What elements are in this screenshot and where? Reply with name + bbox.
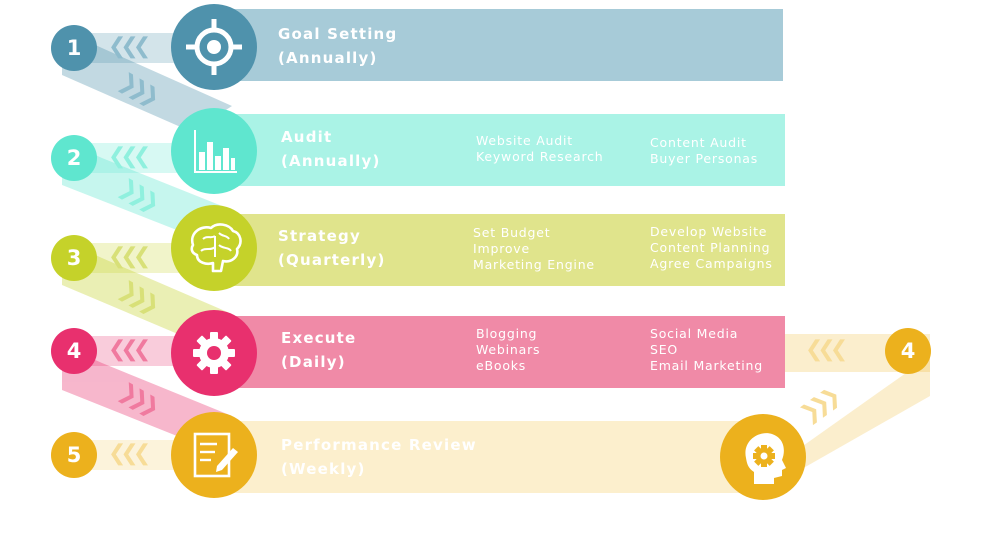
step-title: Goal Setting (278, 25, 398, 43)
task-item: Set Budget (473, 225, 551, 240)
chevrons-left-2: ❮❮❮ (108, 144, 151, 169)
task-item: Develop Website (650, 224, 768, 239)
step-title: Strategy (278, 227, 361, 245)
task-item: eBooks (476, 358, 527, 373)
task-item: SEO (650, 342, 679, 357)
task-item: Agree Campaigns (650, 256, 773, 271)
chevrons-left-loop: ❮❮❮ (805, 337, 848, 362)
step-number-2: 2 (51, 135, 97, 181)
chevrons-left-4: ❮❮❮ (108, 337, 151, 362)
bar-chart-icon (171, 108, 257, 194)
step-period: (Quarterly) (278, 251, 386, 269)
loop-number-4: 4 (885, 328, 931, 374)
task-item: Content Audit (650, 135, 747, 150)
step-number-5: 5 (51, 432, 97, 478)
step-title-goal-setting: Goal Setting (Annually) (278, 22, 397, 70)
task-item: Marketing Engine (473, 257, 595, 272)
execute-tasks-right: Social Media SEO Email Marketing (650, 326, 763, 374)
brain-icon (171, 205, 257, 291)
step-period: (Daily) (281, 353, 346, 371)
task-item: Social Media (650, 326, 739, 341)
task-item: Keyword Research (476, 149, 604, 164)
step-period: (Weekly) (281, 460, 366, 478)
band-goal-setting (215, 9, 783, 81)
audit-tasks-left: Website Audit Keyword Research (476, 133, 604, 165)
band-strategy (215, 214, 785, 286)
task-item: Improve (473, 241, 530, 256)
task-item: Content Planning (650, 240, 771, 255)
task-item: Buyer Personas (650, 151, 759, 166)
task-item: Webinars (476, 342, 541, 357)
step-period: (Annually) (281, 152, 381, 170)
strategy-tasks-right: Develop Website Content Planning Agree C… (650, 224, 773, 272)
execute-tasks-left: Blogging Webinars eBooks (476, 326, 540, 374)
audit-tasks-right: Content Audit Buyer Personas (650, 135, 758, 167)
step-title-performance-review: Performance Review (Weekly) (281, 433, 477, 481)
chevrons-left-5: ❮❮❮ (108, 441, 151, 466)
chevrons-left-3: ❮❮❮ (108, 244, 151, 269)
band-performance-review (215, 421, 775, 493)
step-title: Performance Review (281, 436, 477, 454)
task-item: Website Audit (476, 133, 573, 148)
step-title: Audit (281, 128, 333, 146)
chevrons-left-1: ❮❮❮ (108, 34, 151, 59)
task-item: Blogging (476, 326, 538, 341)
gear-icon (171, 310, 257, 396)
step-title-audit: Audit (Annually) (281, 125, 381, 173)
step-number-3: 3 (51, 235, 97, 281)
step-number-1: 1 (51, 25, 97, 71)
document-pen-icon (171, 412, 257, 498)
step-title-execute: Execute (Daily) (281, 326, 356, 374)
step-number-4: 4 (51, 328, 97, 374)
step-title: Execute (281, 329, 357, 347)
strategy-tasks-left: Set Budget Improve Marketing Engine (473, 225, 595, 273)
head-gear-icon (720, 414, 806, 500)
step-title-strategy: Strategy (Quarterly) (278, 224, 386, 272)
band-audit (215, 114, 785, 186)
step-period: (Annually) (278, 49, 378, 67)
band-execute (215, 316, 785, 388)
target-icon (171, 4, 257, 90)
task-item: Email Marketing (650, 358, 763, 373)
